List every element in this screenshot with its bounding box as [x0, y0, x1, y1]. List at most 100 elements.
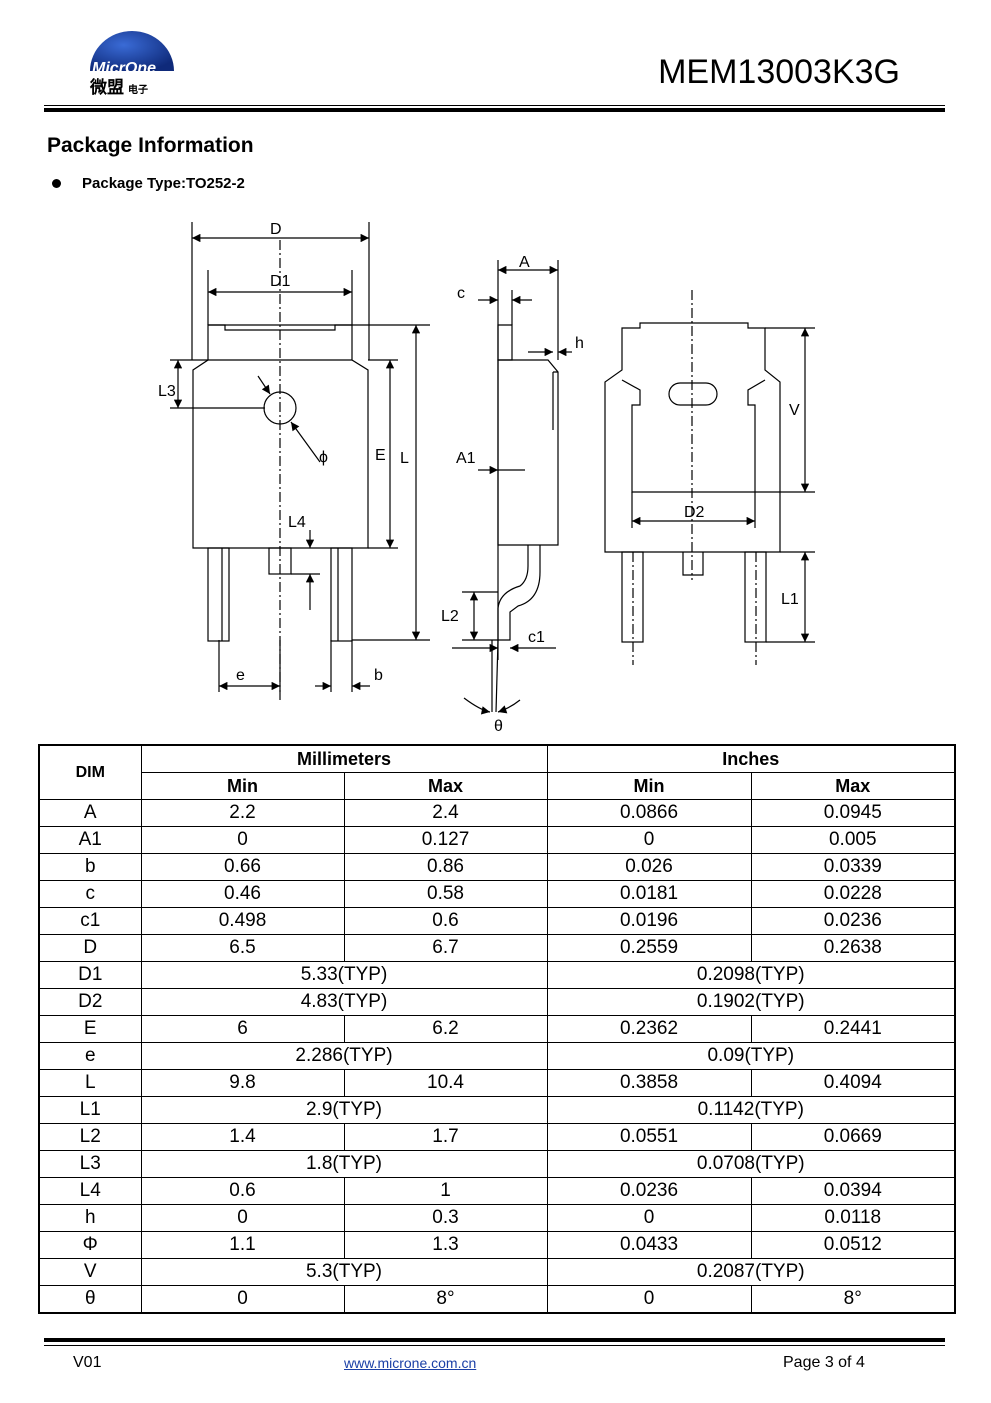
mm-max-cell: 6.7	[343, 934, 548, 962]
mm-min-cell: 1.1	[140, 1231, 345, 1259]
dim-cell: D	[38, 934, 142, 962]
company-logo: MicrOne 微盟 电子	[89, 31, 174, 97]
in-min-cell: 0.0181	[546, 880, 752, 908]
in-max-cell: 0.0669	[750, 1123, 956, 1151]
dim-cell: Φ	[38, 1231, 142, 1259]
label-phi: ϕ	[319, 449, 328, 466]
mm-max-cell: 1.7	[343, 1123, 548, 1151]
dim-cell: L4	[38, 1177, 142, 1205]
label-A1: A1	[456, 450, 476, 467]
dim-cell: D2	[38, 988, 142, 1016]
mm-typ-cell: 5.33(TYP)	[140, 961, 548, 989]
section-title: Package Information	[47, 134, 254, 157]
logo-cn-small: 电子	[128, 83, 148, 96]
dim-cell: c1	[38, 907, 142, 935]
mm-min-cell: 2.2	[140, 799, 345, 827]
in-max-cell: 0.0339	[750, 853, 956, 881]
header-inches: Inches	[546, 744, 956, 773]
dim-cell: A1	[38, 826, 142, 854]
mm-min-cell: 0	[140, 1285, 345, 1314]
logo-text: MicrOne	[92, 60, 156, 77]
label-L3: L3	[158, 383, 176, 400]
in-min-cell: 0.2559	[546, 934, 752, 962]
label-L1: L1	[781, 591, 799, 608]
mm-max-cell: 1.3	[343, 1231, 548, 1259]
label-theta: θ	[494, 718, 503, 735]
in-max-cell: 0.0118	[750, 1204, 956, 1232]
mm-min-cell: 6	[140, 1015, 345, 1043]
label-V: V	[789, 402, 800, 419]
mm-max-cell: 0.127	[343, 826, 548, 854]
in-min-cell: 0.0551	[546, 1123, 752, 1151]
header-in-min: Min	[546, 772, 752, 800]
dim-cell: E	[38, 1015, 142, 1043]
dim-cell: e	[38, 1042, 142, 1070]
mm-max-cell: 0.86	[343, 853, 548, 881]
dim-cell: L	[38, 1069, 142, 1097]
mm-max-cell: 0.3	[343, 1204, 548, 1232]
dim-cell: D1	[38, 961, 142, 989]
mm-max-cell: 8°	[343, 1285, 548, 1314]
logo-cn: 微盟	[89, 77, 124, 97]
footer-website-link[interactable]: www.microne.com.cn	[344, 1355, 477, 1371]
header-in-max: Max	[750, 772, 956, 800]
label-L: L	[400, 450, 409, 467]
in-min-cell: 0.0433	[546, 1231, 752, 1259]
in-max-cell: 0.0512	[750, 1231, 956, 1259]
footer-page-number: Page 3 of 4	[783, 1354, 865, 1371]
mm-max-cell: 6.2	[343, 1015, 548, 1043]
mm-min-cell: 1.4	[140, 1123, 345, 1151]
dim-cell: b	[38, 853, 142, 881]
footer-version: V01	[73, 1354, 102, 1371]
header-rule-thin	[44, 105, 945, 106]
label-L4: L4	[288, 514, 306, 531]
mm-min-cell: 6.5	[140, 934, 345, 962]
in-min-cell: 0.0866	[546, 799, 752, 827]
dim-cell: V	[38, 1258, 142, 1286]
bullet-icon	[52, 179, 61, 188]
label-b: b	[374, 667, 383, 684]
in-max-cell: 0.0394	[750, 1177, 956, 1205]
mm-min-cell: 0	[140, 1204, 345, 1232]
dimension-table: DIM Millimeters Inches Min Max Min Max A…	[38, 744, 957, 1314]
dim-cell: L1	[38, 1096, 142, 1124]
in-max-cell: 0.2441	[750, 1015, 956, 1043]
footer-rule-thin	[44, 1345, 945, 1346]
mm-min-cell: 0.6	[140, 1177, 345, 1205]
mm-typ-cell: 5.3(TYP)	[140, 1258, 548, 1286]
in-max-cell: 0.4094	[750, 1069, 956, 1097]
header-mm-max: Max	[343, 772, 548, 800]
mm-min-cell: 0	[140, 826, 345, 854]
in-typ-cell: 0.0708(TYP)	[546, 1150, 956, 1178]
header-rule-thick	[44, 108, 945, 112]
in-typ-cell: 0.09(TYP)	[546, 1042, 956, 1070]
mm-max-cell: 2.4	[343, 799, 548, 827]
in-typ-cell: 0.1902(TYP)	[546, 988, 956, 1016]
dim-cell: c	[38, 880, 142, 908]
package-outline-drawing: D D1 L3 ϕ E L L4 e b A c h A1 L2 c1 θ V …	[158, 221, 815, 735]
in-max-cell: 0.0236	[750, 907, 956, 935]
mm-min-cell: 0.46	[140, 880, 345, 908]
label-D: D	[270, 221, 282, 238]
in-max-cell: 0.0945	[750, 799, 956, 827]
label-A: A	[519, 254, 530, 271]
label-h: h	[575, 335, 584, 352]
dim-cell: L3	[38, 1150, 142, 1178]
in-min-cell: 0.2362	[546, 1015, 752, 1043]
mm-typ-cell: 4.83(TYP)	[140, 988, 548, 1016]
